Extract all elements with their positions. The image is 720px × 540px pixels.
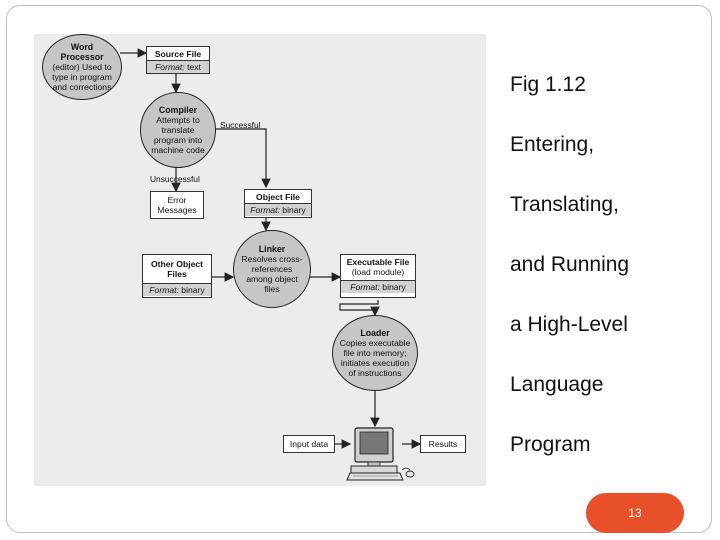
word-processor-desc: (editor) Used to type in program and cor…: [52, 62, 112, 92]
compiler-desc: Attempts to translate program into machi…: [151, 115, 205, 155]
caption-line: and Running: [510, 253, 630, 276]
executable-file-format: Format: binary: [341, 280, 415, 293]
caption-line: Entering,: [510, 133, 595, 156]
figure-caption: Fig 1.12 Entering, Translating, and Runn…: [510, 40, 685, 490]
object-file-format: Format: binary: [245, 203, 311, 216]
caption-line: a High-Level: [510, 313, 628, 336]
compiler-title: Compiler: [158, 105, 198, 115]
source-file-format: Format: text: [147, 60, 209, 73]
successful-label: Successful: [220, 120, 261, 130]
word-processor-title: Word Processor: [60, 42, 104, 62]
source-file-title: Source File: [154, 49, 202, 59]
unsuccessful-label: Unsuccessful: [150, 174, 200, 184]
other-object-files-title: Other Object Files: [150, 259, 204, 279]
caption-line: Language: [510, 373, 604, 396]
flowchart-connectors: [120, 48, 422, 449]
loader-title: Loader: [360, 328, 390, 338]
object-file-box: Object File Format: binary: [244, 189, 312, 218]
linker-node: Linker Resolves cross-references among o…: [233, 230, 311, 308]
computer-icon: [346, 427, 415, 481]
executable-file-box: Executable File (load module) Format: bi…: [340, 254, 416, 298]
error-messages-box: Error Messages: [150, 191, 204, 219]
flowchart-figure: Word Processor (editor) Used to type in …: [34, 34, 486, 486]
word-processor-node: Word Processor (editor) Used to type in …: [42, 34, 122, 100]
other-object-files-box: Other Object Files Format: binary: [142, 254, 212, 298]
compiler-node: Compiler Attempts to translate program i…: [140, 92, 216, 168]
linker-title: Linker: [258, 244, 286, 254]
input-data-box: Input data: [283, 435, 335, 453]
caption-line: Translating,: [510, 193, 619, 216]
object-file-title: Object File: [256, 192, 300, 202]
page-number-badge: 13: [586, 493, 684, 533]
linker-desc: Resolves cross-references among object f…: [241, 254, 303, 294]
executable-file-subtitle: (load module): [351, 267, 405, 277]
loader-desc: Copies executable file into memory; init…: [339, 338, 411, 378]
source-file-box: Source File Format: text: [146, 46, 210, 74]
other-object-files-format: Format: binary: [143, 283, 211, 296]
results-box: Results: [420, 435, 466, 453]
executable-file-title: Executable File: [346, 257, 410, 267]
caption-line: Program: [510, 433, 591, 456]
loader-node: Loader Copies executable file into memor…: [332, 315, 418, 391]
caption-line: Fig 1.12: [510, 73, 586, 96]
